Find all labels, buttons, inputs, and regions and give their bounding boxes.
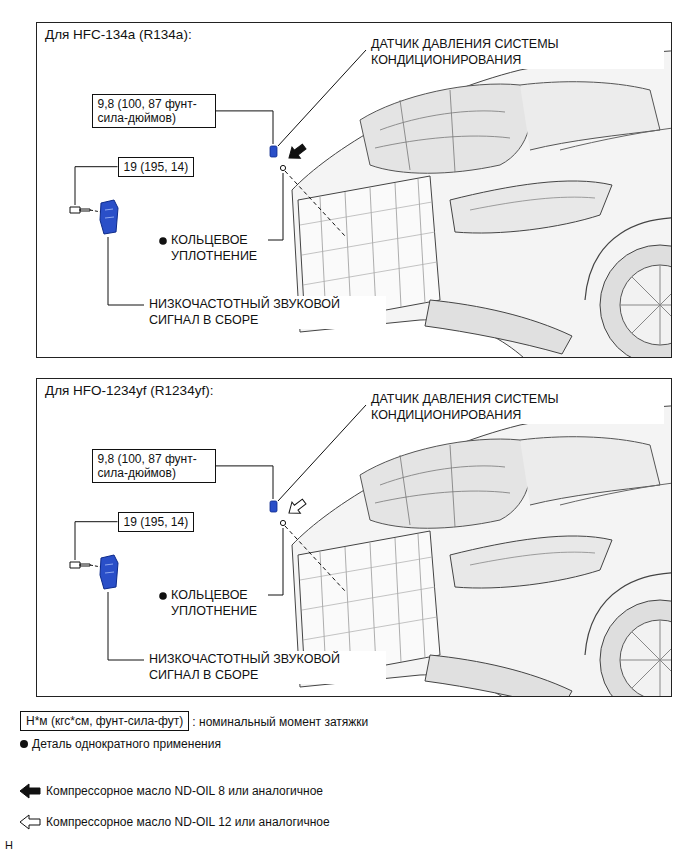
- torque-box: 9,8 (100, 87 фунт-сила-дюймов): [92, 94, 216, 129]
- legend-text: Компрессорное масло ND-OIL 12 или аналог…: [46, 815, 330, 829]
- torque-box: 19 (195, 14): [118, 512, 195, 532]
- single-use-bullet: [20, 740, 28, 748]
- torque-value: 9,8 (100, 87 фунт-сила-дюймов): [98, 97, 210, 126]
- oil-arrow-black: [285, 141, 309, 164]
- figure-code: H: [4, 838, 14, 852]
- legend-text: : номинальный момент затяжки: [192, 715, 368, 729]
- part-name: НИЗКОЧАСТОТНЫЙ ЗВУКОВОЙ СИГНАЛ В СБОРЕ: [148, 651, 386, 684]
- panel-heading: Для HFC-134a (R134a):: [45, 27, 192, 42]
- leader-line: [216, 466, 274, 499]
- torque-value: 19 (195, 14): [124, 515, 189, 529]
- part-name: ДАТЧИК ДАВЛЕНИЯ СИСТЕМЫ КОНДИЦИОНИРОВАНИ…: [370, 36, 664, 69]
- part-name: НИЗКОЧАСТОТНЫЙ ЗВУКОВОЙ СИГНАЛ В СБОРЕ: [148, 296, 386, 329]
- part-name: ДАТЧИК ДАВЛЕНИЯ СИСТЕМЫ КОНДИЦИОНИРОВАНИ…: [370, 391, 664, 424]
- torque-legend-box: Н*м (кгс*см, фунт-сила-фут): [20, 711, 189, 731]
- parts-illustration: [70, 405, 366, 660]
- oil-arrow-white: [20, 815, 40, 829]
- torque-value: 19 (195, 14): [124, 160, 189, 174]
- parts-illustration: [70, 50, 366, 305]
- torque-value: Н*м (кгс*см, фунт-сила-фут): [26, 714, 183, 728]
- part-name: КОЛЬЦЕВОЕ УПЛОТНЕНИЕ: [170, 232, 268, 265]
- part-name: КОЛЬЦЕВОЕ УПЛОТНЕНИЕ: [170, 587, 268, 620]
- refrigerant-panel: Для HFO-1234yf (R1234yf): 9,8 (100, 87 фу…: [36, 378, 672, 697]
- torque-box: 19 (195, 14): [118, 157, 195, 177]
- legend-text: Компрессорное масло ND-OIL 8 или аналоги…: [46, 784, 323, 798]
- torque-box: 9,8 (100, 87 фунт-сила-дюймов): [92, 449, 216, 484]
- leader-line: [75, 522, 118, 560]
- panel-heading: Для HFO-1234yf (R1234yf):: [45, 383, 213, 398]
- leader-line: [216, 111, 274, 144]
- torque-value: 9,8 (100, 87 фунт-сила-дюймов): [98, 452, 210, 481]
- leader-line: [75, 167, 118, 205]
- legend-text: Деталь однократного применения: [32, 737, 221, 751]
- oil-arrow-white: [285, 496, 309, 519]
- oil-arrow-black: [20, 784, 40, 798]
